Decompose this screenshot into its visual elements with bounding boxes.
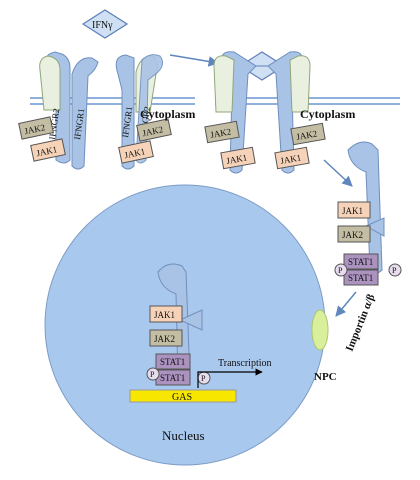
ifng-label: IFNγ [92,20,113,31]
phospho-1b [388,263,402,277]
gas-label: GAS [172,392,192,403]
phospho-label-2b: P [201,374,206,383]
cytoplasm-label-right: Cytoplasm [300,107,355,121]
phospho-label-2a: P [150,370,155,379]
jak2-box-1 [18,116,54,140]
import-arrow [335,291,357,317]
stat1-box-2a [155,353,191,370]
ifngr1-label-left: IFNGR1 [72,108,86,141]
stat1-box-1a [343,253,379,270]
jak2-label-3: JAK2 [209,126,231,139]
cytoplasm-label-left: Cytoplasm [140,107,195,121]
jak1-box-2 [118,140,154,164]
stat1-label-2b: STAT1 [160,373,185,383]
npc-label: NPC [314,371,337,383]
jak1-label-3: JAK1 [225,152,247,165]
jak1-box-1 [30,138,66,162]
jak2-box-2 [136,118,172,142]
stat1-label-2a: STAT1 [160,357,185,367]
jak2-box-6 [149,329,183,347]
stat1-label-1a: STAT1 [348,257,373,267]
phospho-2a [146,367,160,381]
receptor-complex-left [213,51,257,174]
npc-pore [311,309,329,351]
jak2-box-4 [290,122,326,146]
jak2-label-2: JAK2 [141,124,164,138]
jak2-box-3 [204,120,240,144]
stat1-label-1b: STAT1 [348,273,373,283]
phospho-label-1b: P [392,266,397,275]
jak2-label-1: JAK2 [23,122,46,136]
jak1-box-6 [149,305,183,323]
ifngr1-label-mid: IFNGR1 [120,106,134,139]
receptor-complex-right [267,51,311,174]
jak2-label-4: JAK2 [295,128,317,141]
jak1-label-6: JAK1 [154,310,175,320]
jak1-label-2: JAK1 [123,146,146,160]
receptor-stat-cyto [347,141,385,274]
jak1-box-4 [274,146,310,170]
jak1-label-1: JAK1 [35,144,58,158]
phospho-1a [334,263,348,277]
jak1-box-3 [220,146,256,170]
transcription-label: Transcription [218,358,272,369]
receptor-ifngr1-left [71,57,99,170]
jak1-label-4: JAK1 [279,152,301,165]
transcription-arrow [197,368,263,388]
binding-arrow [169,54,220,67]
ifng-ligand [81,9,129,39]
phospho-label-1a: P [338,266,343,275]
release-arrow [323,159,353,187]
gas-element [129,389,237,403]
receptor-ifngr2-left [39,51,71,164]
nucleus-label: Nucleus [162,428,205,443]
stat1-box-1b [343,269,379,286]
jak2-label-6: JAK2 [154,334,175,344]
receptor-ifngr1-mid [115,54,135,170]
jak1-label-5: JAK1 [342,206,363,216]
jak1-box-5 [337,201,371,219]
jak2-box-5 [337,225,371,243]
jak2-label-5: JAK2 [342,230,363,240]
